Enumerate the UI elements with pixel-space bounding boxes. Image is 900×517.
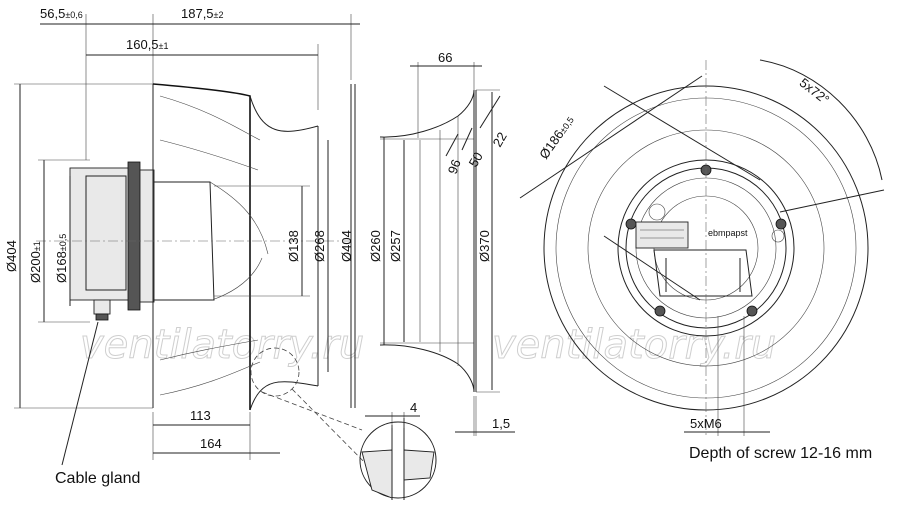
dim-138: Ø138 — [286, 230, 301, 262]
detail-callout-circle — [250, 347, 300, 397]
dim-50: 50 — [466, 149, 486, 169]
dim-56-5: 56,5±0,6 — [40, 6, 83, 21]
motor-housing — [69, 167, 133, 301]
front-view: ebmpapst — [519, 59, 885, 436]
terminal-strip — [635, 221, 689, 249]
dim-22: 22 — [490, 129, 510, 149]
dim-404-left: Ø404 — [4, 240, 19, 272]
cable-gland-label: Cable gland — [55, 470, 140, 487]
mount-hole-3 — [746, 305, 758, 317]
dim-404-mid: Ø404 — [339, 230, 354, 262]
dim-4: 4 — [410, 400, 417, 415]
dim-160-5: 160,5±1 — [126, 37, 169, 52]
dim-200: Ø200±1 — [28, 241, 43, 283]
dim-268: Ø268 — [312, 230, 327, 262]
dim-66: 66 — [438, 50, 452, 65]
mount-hole-4 — [654, 305, 666, 317]
section-view — [359, 62, 515, 500]
cable-gland-body — [93, 299, 111, 315]
dim-5x72: 5x72° — [797, 75, 833, 107]
dim-187-5: 187,5±2 — [181, 6, 224, 21]
dim-1-5: 1,5 — [492, 416, 510, 431]
dim-370: Ø370 — [477, 230, 492, 262]
detail-circle — [359, 421, 437, 499]
dim-5xm6: 5xM6 — [690, 416, 722, 431]
dim-113: 113 — [190, 408, 211, 423]
dim-186: Ø186±0,5 — [536, 113, 577, 162]
dim-168: Ø168±0,5 — [54, 234, 69, 283]
mount-hole-2 — [775, 218, 787, 230]
dim-164: 164 — [200, 436, 222, 451]
electronics-cover — [653, 249, 753, 297]
mount-hole-5 — [625, 218, 637, 230]
screw-depth-note: Depth of screw 12-16 mm — [689, 445, 872, 462]
dim-260: Ø260 — [368, 230, 383, 262]
watermark-left: ventilatorry.ru — [80, 322, 364, 368]
dim-96: 96 — [445, 157, 464, 176]
dim-257: Ø257 — [388, 230, 403, 262]
side-view — [14, 14, 383, 481]
brand-logo: ebmpapst — [708, 228, 748, 238]
watermark-right: ventilatorry.ru — [492, 322, 776, 368]
motor-flange — [127, 161, 141, 311]
